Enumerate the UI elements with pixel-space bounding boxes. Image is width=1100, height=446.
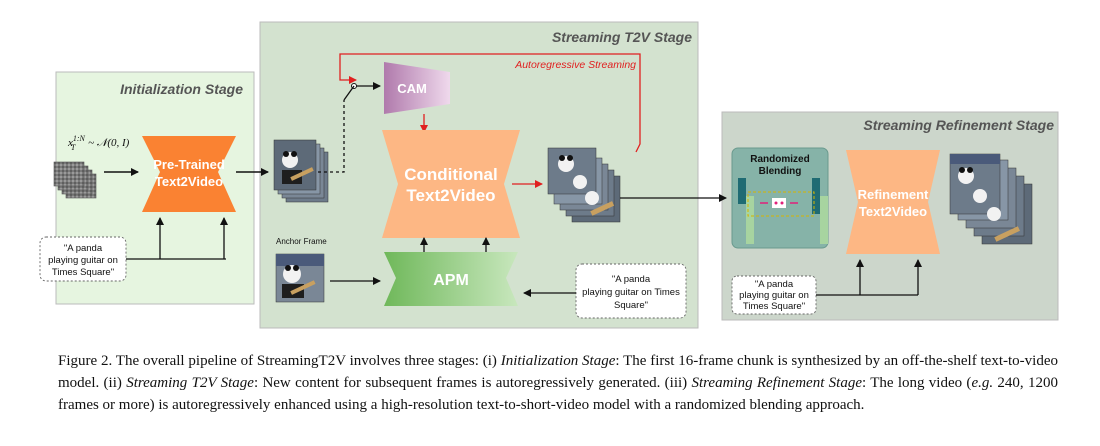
streaming-frames-stack — [547, 147, 621, 223]
prompt-t2v-line1: "A panda — [612, 274, 651, 285]
blending-label-line1: Randomized — [750, 154, 809, 165]
conditional-label-line1: Conditional — [404, 165, 497, 184]
autoregressive-label: Autoregressive Streaming — [514, 59, 636, 71]
caption-italic-1: Initialization Stage — [500, 353, 616, 369]
refinement-label-line2: Text2Video — [859, 204, 927, 219]
caption-text-4: : The long video ( — [862, 375, 972, 391]
autoregressive-loop — [339, 53, 641, 153]
init-stage-title: Initialization Stage — [120, 81, 243, 97]
caption-text-5: 240, 1200 frames or more) is autoregress… — [58, 375, 1058, 413]
prompt-t2v-line2: playing guitar on Times — [582, 287, 680, 298]
apm-block — [384, 252, 518, 306]
caption-italic-4: e.g. — [971, 375, 994, 391]
prompt-refine-line2: playing guitar on — [739, 290, 809, 301]
caption-italic-3: Streaming Refinement Stage — [691, 375, 862, 391]
conditional-text2video-block — [382, 130, 520, 238]
switch-lever — [343, 85, 355, 101]
generated-chunk-frames — [273, 139, 329, 203]
noise-frames — [53, 161, 97, 199]
caption-text-3: : New content for subsequent frames is a… — [253, 375, 692, 391]
prompt-box-t2v — [575, 263, 687, 319]
prompt-init-line1: "A panda — [64, 243, 103, 254]
t2v-stage-title: Streaming T2V Stage — [552, 29, 692, 45]
pretrained-label-line1: Pre-Trained — [153, 157, 225, 172]
pretrained-text2video-block — [142, 136, 236, 212]
refine-stage-title: Streaming Refinement Stage — [863, 117, 1054, 133]
pipeline-diagram: Initialization Stage Streaming T2V Stage… — [39, 21, 1059, 329]
figure-caption: Figure 2. The overall pipeline of Stream… — [58, 350, 1058, 416]
refinement-label-line1: Refinement — [858, 187, 929, 202]
cam-block — [384, 62, 450, 114]
prompt-box-refine — [731, 275, 817, 315]
dashed-chunk-to-switch — [318, 100, 345, 173]
caption-text-2: : The first 16-frame chunk is synthesize… — [58, 353, 1058, 391]
caption-italic-2: Streaming T2V Stage — [126, 375, 254, 391]
prompt-init-line2: playing guitar on — [48, 255, 118, 266]
anchor-frame-image — [275, 253, 325, 303]
blending-bars — [738, 178, 828, 244]
prompt-refine-line3: Times Square" — [743, 301, 805, 312]
refined-frames-stack — [949, 153, 1033, 245]
conditional-label-line2: Text2Video — [406, 186, 495, 205]
blending-label-line2: Blending — [759, 166, 802, 177]
cam-label: CAM — [397, 81, 427, 96]
prompt-refine-line1: "A panda — [755, 279, 794, 290]
caption-text-1: The overall pipeline of StreamingT2V inv… — [112, 353, 501, 369]
apm-label: APM — [433, 272, 469, 289]
caption-fig-label: Figure 2. — [58, 353, 113, 369]
prompt-init-line3: Times Square" — [52, 267, 114, 278]
prompt-box-init — [39, 236, 127, 282]
pretrained-label-line2: Text2Video — [155, 174, 223, 189]
refinement-text2video-block — [846, 150, 940, 254]
prompt-t2v-line3: Square" — [614, 300, 648, 311]
anchor-frame-label: Anchor Frame — [276, 237, 327, 246]
